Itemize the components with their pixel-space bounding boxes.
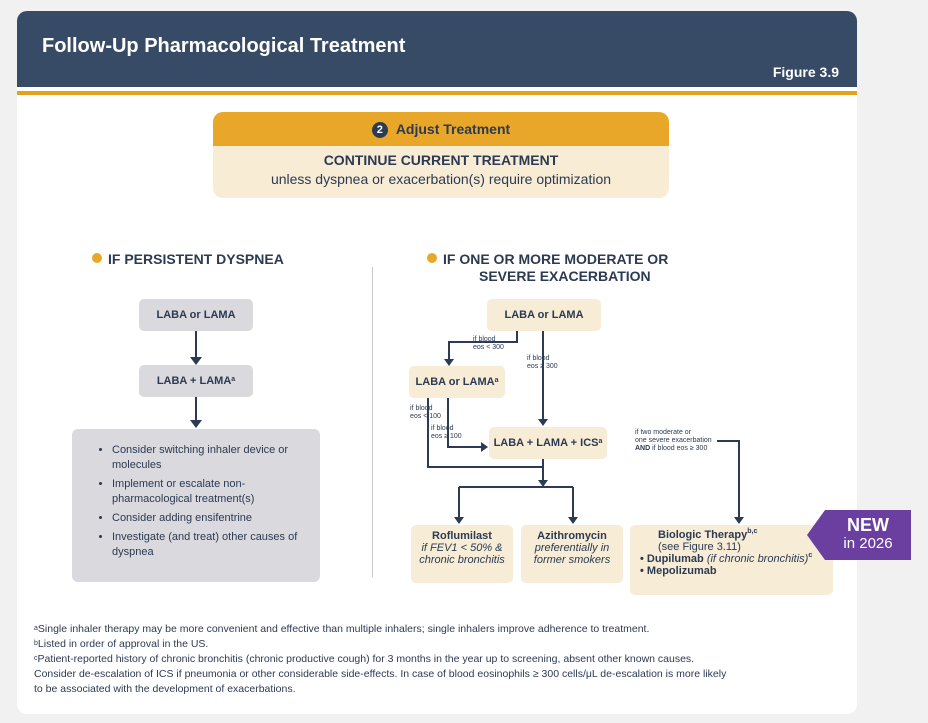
dyspnea-heading: IF PERSISTENT DYSPNEA — [92, 251, 284, 268]
page-title: Follow-Up Pharmacological Treatment — [42, 35, 406, 57]
figure-card: Follow-Up Pharmacological Treatment Figu… — [17, 11, 857, 714]
exacerbation-heading: IF ONE OR MORE MODERATE OR SEVERE EXACER… — [427, 251, 707, 285]
arrowhead — [190, 357, 202, 365]
header-bar: Follow-Up Pharmacological Treatment Figu… — [17, 11, 857, 87]
new-badge-text: NEW in 2026 — [843, 515, 893, 552]
footnotes: aSingle inhaler therapy may be more conv… — [34, 622, 834, 697]
arrowhead — [444, 359, 454, 366]
biologic-therapy-title: Biologic Therapy — [658, 529, 748, 541]
adjust-treatment-label: Adjust Treatment — [395, 121, 511, 137]
dyspnea-recommendations: Consider switching inhaler device or mol… — [72, 429, 320, 582]
list-item: Consider switching inhaler device or mol… — [112, 443, 306, 473]
list-item: Implement or escalate non-pharmacologica… — [112, 477, 306, 507]
continue-treatment-panel: CONTINUE CURRENT TREATMENT unless dyspne… — [213, 146, 669, 198]
roflumilast-box: Roflumilast if FEV1 < 50% & chronic bron… — [411, 525, 513, 583]
new-in-2026-badge — [807, 510, 911, 560]
flow-arrows — [190, 331, 744, 524]
list-item: Investigate (and treat) other causes of … — [112, 530, 306, 560]
continue-treatment-subtitle: unless dyspnea or exacerbation(s) requir… — [270, 171, 612, 187]
arrowhead — [454, 517, 464, 524]
recommendation-list: Consider switching inhaler device or mol… — [72, 429, 320, 560]
exacerbation-heading-line1: IF ONE OR MORE MODERATE OR — [443, 251, 669, 267]
continue-treatment-title: CONTINUE CURRENT TREATMENT — [323, 152, 559, 168]
footnote-c: cPatient-reported history of chronic bro… — [34, 653, 695, 665]
footnote-a: aSingle inhaler therapy may be more conv… — [34, 623, 650, 635]
label-two-moderate: if two moderate or one severe exacerbati… — [635, 429, 712, 452]
exacerbation-laba-or-lama-box: LABA or LAMA — [487, 299, 601, 331]
arrow-to-laba-or-lama-alt — [448, 331, 518, 361]
footnote-note-1: Consider de-escalation of ICS if pneumon… — [34, 668, 727, 680]
footnote-b: bListed in order of approval in the US. — [34, 638, 209, 650]
bullet-dot-icon — [92, 253, 102, 263]
biologic-therapy-box: Biologic Therapyb,c (see Figure 3.11) • … — [630, 525, 833, 595]
arrow-alt-down — [427, 398, 543, 468]
header-divider — [17, 91, 857, 95]
laba-or-lama-alt-box: LABA or LAMAa — [409, 366, 505, 398]
dyspnea-heading-text: IF PERSISTENT DYSPNEA — [108, 251, 284, 267]
step-number-badge: 2 — [371, 122, 388, 138]
arrowhead — [190, 420, 202, 428]
arrowhead — [538, 480, 548, 487]
dyspnea-laba-lama-box: LABA + LAMAa — [139, 365, 253, 397]
bullet-dot-icon — [427, 253, 437, 263]
arrow-alt-to-triple — [447, 398, 483, 448]
arrow-to-biologic — [717, 440, 740, 519]
section-divider — [372, 267, 373, 577]
arrowhead — [734, 517, 744, 524]
biologic-see-figure: (see Figure 3.11) — [658, 541, 741, 553]
arrowhead — [568, 517, 578, 524]
footnote-note-2: to be associated with the development of… — [34, 683, 296, 695]
azithromycin-box: Azithromycin preferentially in former sm… — [521, 525, 623, 583]
arrowhead — [481, 442, 488, 452]
exacerbation-heading-line2: SEVERE EXACERBATION — [479, 268, 651, 284]
list-item: Consider adding ensifentrine — [112, 511, 306, 526]
laba-lama-ics-box: LABA + LAMA + ICSa — [489, 427, 607, 459]
arrowhead — [538, 419, 548, 426]
figure-label: Figure 3.9 — [772, 64, 839, 80]
dyspnea-laba-or-lama-box: LABA or LAMA — [139, 299, 253, 331]
adjust-treatment-header: 2 Adjust Treatment — [213, 112, 669, 146]
